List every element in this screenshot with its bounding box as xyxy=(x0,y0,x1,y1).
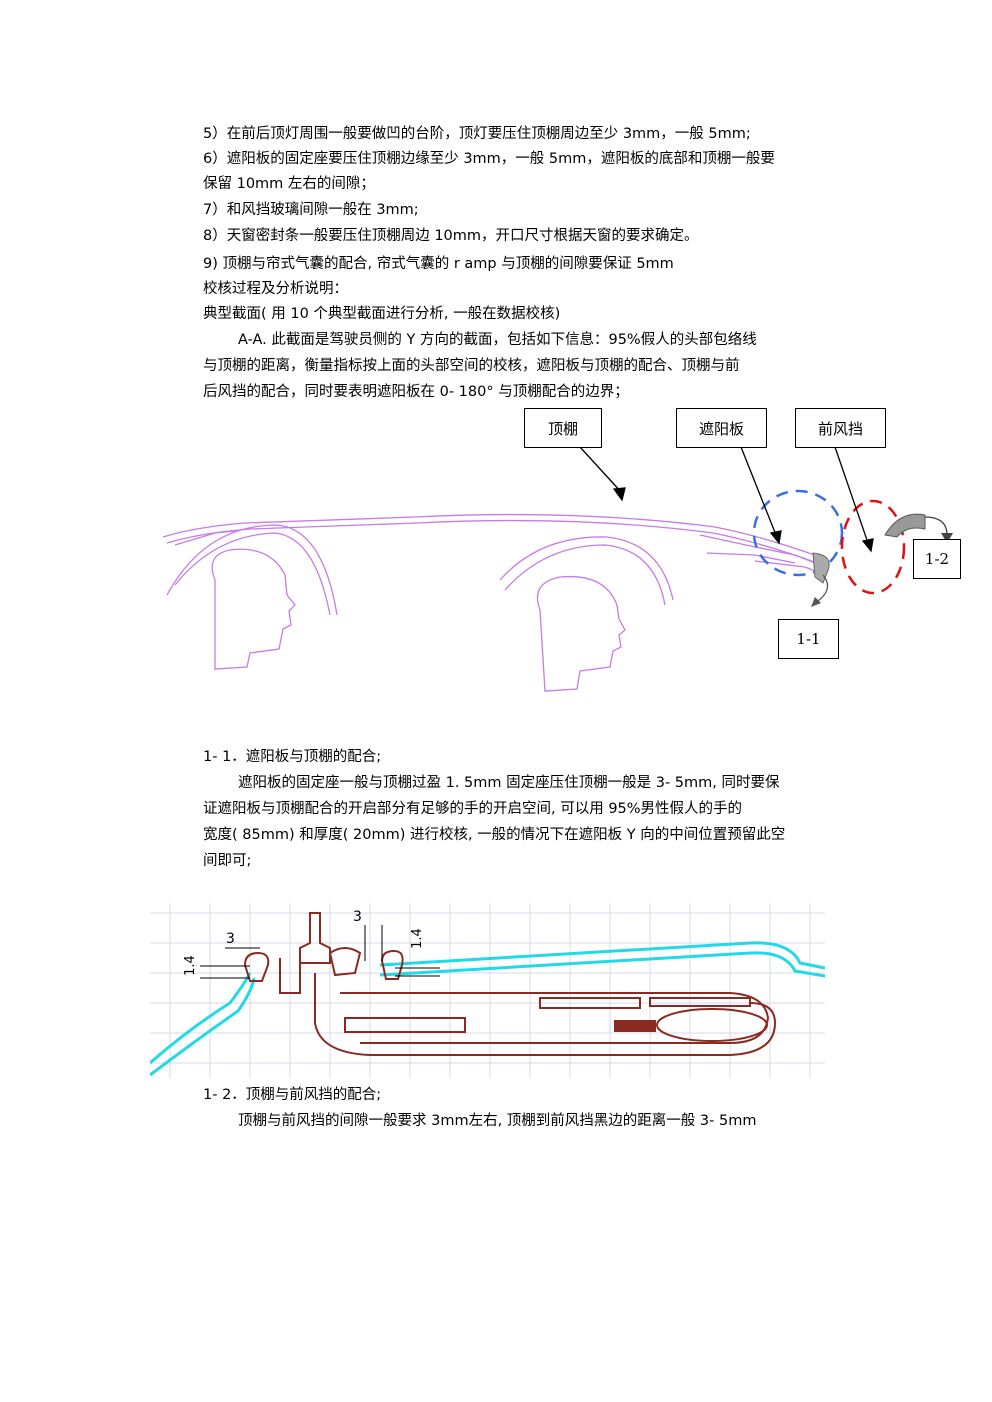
section-1-1-line-4: 间即可; xyxy=(203,853,252,869)
label-detail-1-2: 1-2 xyxy=(913,539,961,579)
label-detail-1-1: 1-1 xyxy=(778,619,839,659)
text-line-5: 8）天窗密封条一般要压住顶棚周边 10mm，开口尺寸根据天窗的要求确定。 xyxy=(203,228,699,244)
text-line-7: 校核过程及分析说明： xyxy=(203,281,348,297)
section-1-2-line-1: 顶棚与前风挡的间隙一般要求 3mm左右, 顶棚到前风挡黑边的距离一般 3- 5m… xyxy=(238,1113,757,1129)
dim-right-vertical: 1.4 xyxy=(409,928,425,949)
text-line-4: 7）和风挡玻璃间隙一般在 3mm; xyxy=(203,202,419,218)
dim-right-gap: 3 xyxy=(353,909,362,925)
text-line-11: 后风挡的配合，同时要表明遮阳板在 0- 180° 与顶棚配合的边界； xyxy=(203,384,629,400)
section-1-1-line-3: 宽度( 85mm) 和厚度( 20mm) 进行校核, 一般的情况下在遮阳板 Y … xyxy=(203,827,786,843)
label-headliner: 顶棚 xyxy=(524,408,602,448)
section-1-1-title: 1- 1．遮阳板与顶棚的配合; xyxy=(203,749,382,765)
text-line-9: A-A. 此截面是驾驶员侧的 Y 方向的截面，包括如下信息：95%假人的头部包络… xyxy=(238,332,757,348)
text-line-8: 典型截面( 用 10 个典型截面进行分析, 一般在数据校核) xyxy=(203,306,561,322)
dim-left-gap: 3 xyxy=(226,931,235,947)
text-line-1: 5）在前后顶灯周围一般要做凹的台阶，顶灯要压住顶棚周边至少 3mm，一般 5mm… xyxy=(203,126,751,142)
text-line-6: 9) 顶棚与帘式气囊的配合, 帘式气囊的 r amp 与顶棚的间隙要保证 5mm xyxy=(203,256,674,272)
section-1-2-title: 1- 2．顶棚与前风挡的配合; xyxy=(203,1087,382,1103)
label-sun-visor: 遮阳板 xyxy=(676,408,767,448)
text-line-2: 6）遮阳板的固定座要压住顶棚边缘至少 3mm，一般 5mm，遮阳板的底部和顶棚一… xyxy=(203,151,775,167)
sun-visor-detail-diagram: 1.4 3 3 1.4 xyxy=(149,903,826,1078)
section-1-1-line-2: 证遮阳板与顶棚配合的开启部分有足够的手的开启空间, 可以用 95%男性假人的手的 xyxy=(203,801,743,817)
text-line-3: 保留 10mm 左右的间隙； xyxy=(203,176,375,192)
dim-left-vertical: 1.4 xyxy=(182,955,198,976)
text-line-10: 与顶棚的距离，衡量指标按上面的头部空间的校核，遮阳板与顶棚的配合、顶棚与前 xyxy=(203,358,740,374)
label-windshield: 前风挡 xyxy=(795,408,886,448)
section-diagram: 顶棚 遮阳板 前风挡 1-1 1-2 xyxy=(155,405,965,705)
section-1-1-line-1: 遮阳板的固定座一般与顶棚过盈 1. 5mm 固定座压住顶棚一般是 3- 5mm,… xyxy=(238,775,780,791)
